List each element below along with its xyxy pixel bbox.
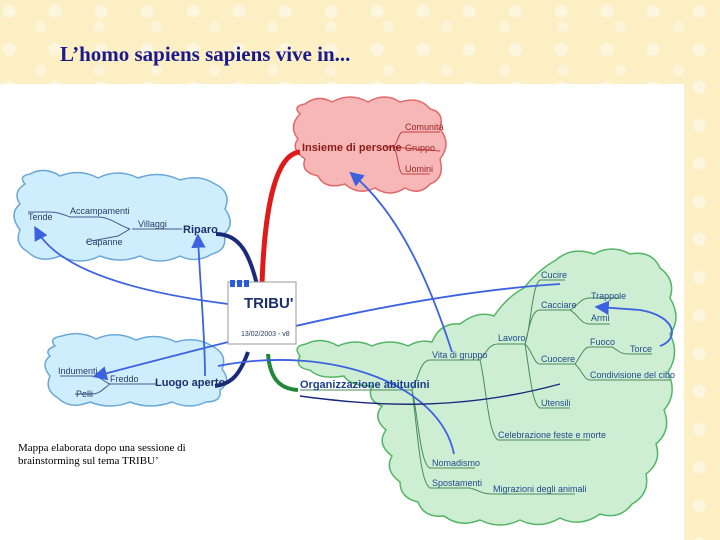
- connector-persone: [259, 149, 301, 285]
- node-celebrazione[interactable]: Celebrazione feste e morte: [498, 430, 606, 440]
- node-condivisione-del-cibo[interactable]: Condivisione del cibo: [590, 370, 675, 380]
- riparo-label[interactable]: Riparo: [183, 224, 218, 236]
- persone-label[interactable]: Insieme di persone: [302, 142, 402, 154]
- node-fuoco[interactable]: Fuoco: [590, 337, 615, 347]
- link-centro-to-tende: [34, 225, 229, 305]
- node-utensili[interactable]: Utensili: [541, 398, 571, 408]
- node-capanne[interactable]: Capanne: [86, 237, 123, 247]
- center-subtitle: 13/02/2003 - v8: [241, 331, 290, 338]
- link-vita-to-persone: [349, 171, 453, 353]
- center-node[interactable]: TRIBU' 13/02/2003 - v8: [227, 280, 297, 345]
- node-trappole[interactable]: Trappole: [591, 291, 626, 301]
- connector-aperto: [214, 351, 250, 388]
- abitudini-tree: [300, 279, 670, 495]
- node-torce[interactable]: Torce: [630, 344, 652, 354]
- link-nomadismo-to-luogo: [217, 359, 455, 455]
- node-nomadismo[interactable]: Nomadismo: [432, 458, 480, 468]
- node-comunita[interactable]: Comunità: [405, 122, 444, 132]
- node-cuocere[interactable]: Cuocere: [541, 354, 575, 364]
- node-accampamenti[interactable]: Accampamenti: [70, 206, 130, 216]
- node-lavoro[interactable]: Lavoro: [498, 333, 526, 343]
- persone-cloud: [292, 96, 447, 194]
- link-torce-to-trappole: [594, 300, 673, 347]
- node-gruppo[interactable]: Gruppo: [405, 143, 435, 153]
- node-pelli[interactable]: Pelli: [76, 389, 93, 399]
- node-migrazioni[interactable]: Migrazioni degli animali: [493, 484, 587, 494]
- slide-title: L’homo sapiens sapiens vive in...: [60, 42, 351, 66]
- abitudini-label[interactable]: Organizzazione abitudini: [300, 379, 430, 391]
- map-caption: Mappa elaborata dopo una sessione di bra…: [18, 442, 186, 467]
- node-spostamenti[interactable]: Spostamenti: [432, 478, 482, 488]
- riparo-cloud: [13, 169, 231, 262]
- node-indumenti[interactable]: Indumenti: [58, 366, 98, 376]
- link-ombra: [299, 383, 561, 405]
- node-tende[interactable]: Tende: [28, 212, 53, 222]
- persone-tree: [385, 131, 441, 175]
- node-cucire[interactable]: Cucire: [541, 270, 567, 280]
- mind-map-panel: TRIBU' 13/02/2003 - v8 Insieme di person…: [0, 84, 684, 540]
- node-vita-di-gruppo[interactable]: Vita di gruppo: [432, 350, 487, 360]
- node-armi[interactable]: Armi: [591, 313, 610, 323]
- node-cacciare[interactable]: Cacciare: [541, 300, 577, 310]
- link-aperto-to-riparo: [191, 233, 206, 377]
- riparo-tree: [28, 211, 182, 243]
- mind-map: TRIBU' 13/02/2003 - v8 Insieme di person…: [13, 96, 677, 526]
- node-uomini[interactable]: Uomini: [405, 164, 433, 174]
- node-freddo[interactable]: Freddo: [110, 374, 139, 384]
- center-title: TRIBU': [244, 295, 293, 312]
- aperto-label[interactable]: Luogo aperto: [155, 377, 226, 389]
- link-cucire-to-indumenti: [92, 283, 561, 381]
- aperto-cloud: [44, 332, 228, 407]
- connector-riparo: [215, 232, 260, 290]
- node-villaggi[interactable]: Villaggi: [138, 219, 167, 229]
